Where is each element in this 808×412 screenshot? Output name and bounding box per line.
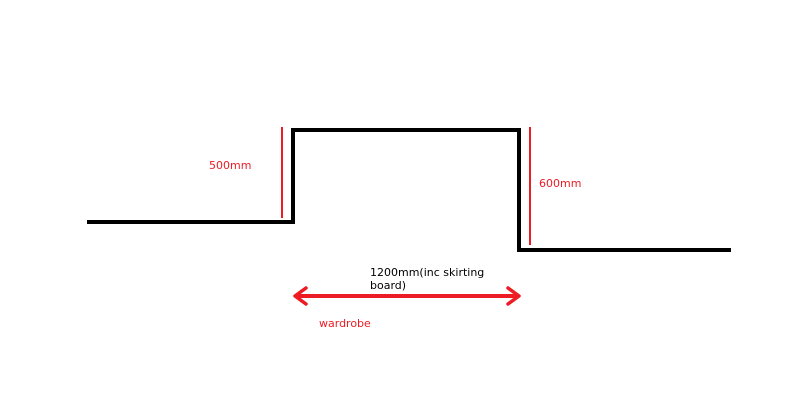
width-label: 1200mm(inc skirting board) <box>370 266 485 292</box>
wall-outline <box>87 128 731 252</box>
width-arrow-left-head <box>293 286 308 306</box>
left-height-label: 500mm <box>209 159 252 172</box>
right-height-label: 600mm <box>539 177 582 190</box>
width-arrow <box>293 286 521 306</box>
wardrobe-label: wardrobe <box>319 317 371 330</box>
width-arrow-right-head <box>506 286 521 306</box>
